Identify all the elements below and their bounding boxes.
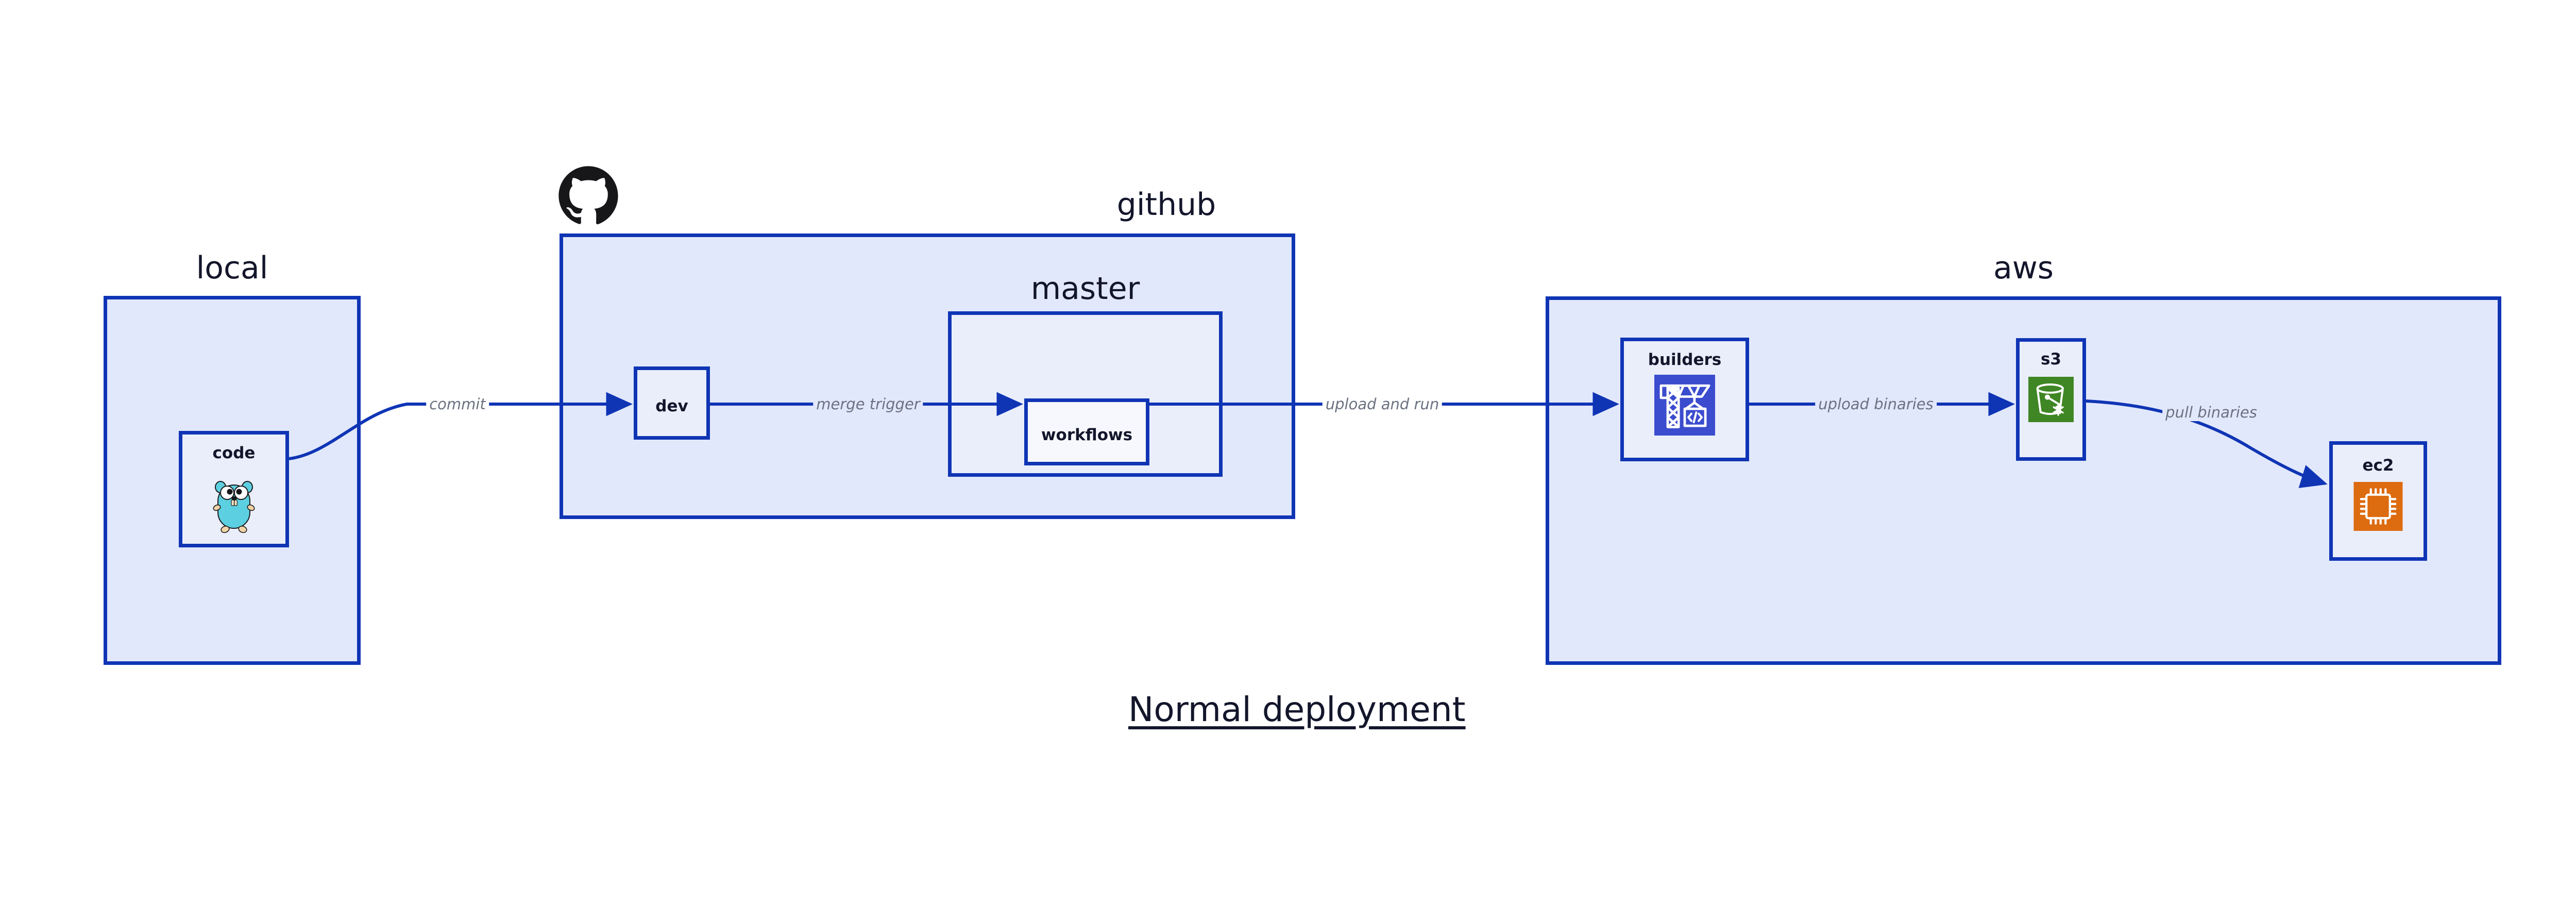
aws-ec2-chip-icon bbox=[2353, 482, 2403, 533]
group-title-master: master bbox=[1030, 271, 1140, 307]
edge-label-merge-trigger: merge trigger bbox=[813, 395, 923, 413]
node-code-label: code bbox=[212, 444, 256, 462]
node-builders-container[interactable]: builders bbox=[1620, 338, 1749, 461]
node-workflows[interactable]: workflows bbox=[1024, 398, 1149, 465]
node-dev-label: dev bbox=[655, 397, 688, 415]
node-ec2-label: ec2 bbox=[2362, 456, 2394, 475]
group-title-local: local bbox=[196, 250, 268, 286]
node-s3-label: s3 bbox=[2040, 350, 2062, 369]
node-workflows-label: workflows bbox=[1041, 426, 1133, 444]
github-octocat-icon bbox=[557, 165, 619, 229]
edge-label-upload-and-run: upload and run bbox=[1322, 395, 1443, 413]
group-title-aws: aws bbox=[1993, 250, 2054, 286]
edge-label-pull-binaries: pull binaries bbox=[2162, 404, 2260, 421]
node-code[interactable]: code bbox=[179, 431, 289, 547]
go-gopher-icon bbox=[210, 476, 258, 540]
diagram-caption: Normal deployment bbox=[1128, 690, 1466, 729]
node-s3[interactable]: s3 bbox=[2016, 338, 2086, 461]
group-title-github: github bbox=[1116, 187, 1216, 223]
aws-s3-bucket-icon bbox=[2028, 377, 2074, 424]
edge-label-commit: commit bbox=[426, 395, 489, 413]
node-dev[interactable]: dev bbox=[634, 366, 710, 440]
edge-label-upload-binaries: upload binaries bbox=[1815, 395, 1937, 413]
node-builders-label: builders bbox=[1648, 350, 1722, 369]
node-ec2[interactable]: ec2 bbox=[2329, 441, 2427, 561]
aws-codebuild-crane-icon bbox=[1654, 375, 1715, 438]
